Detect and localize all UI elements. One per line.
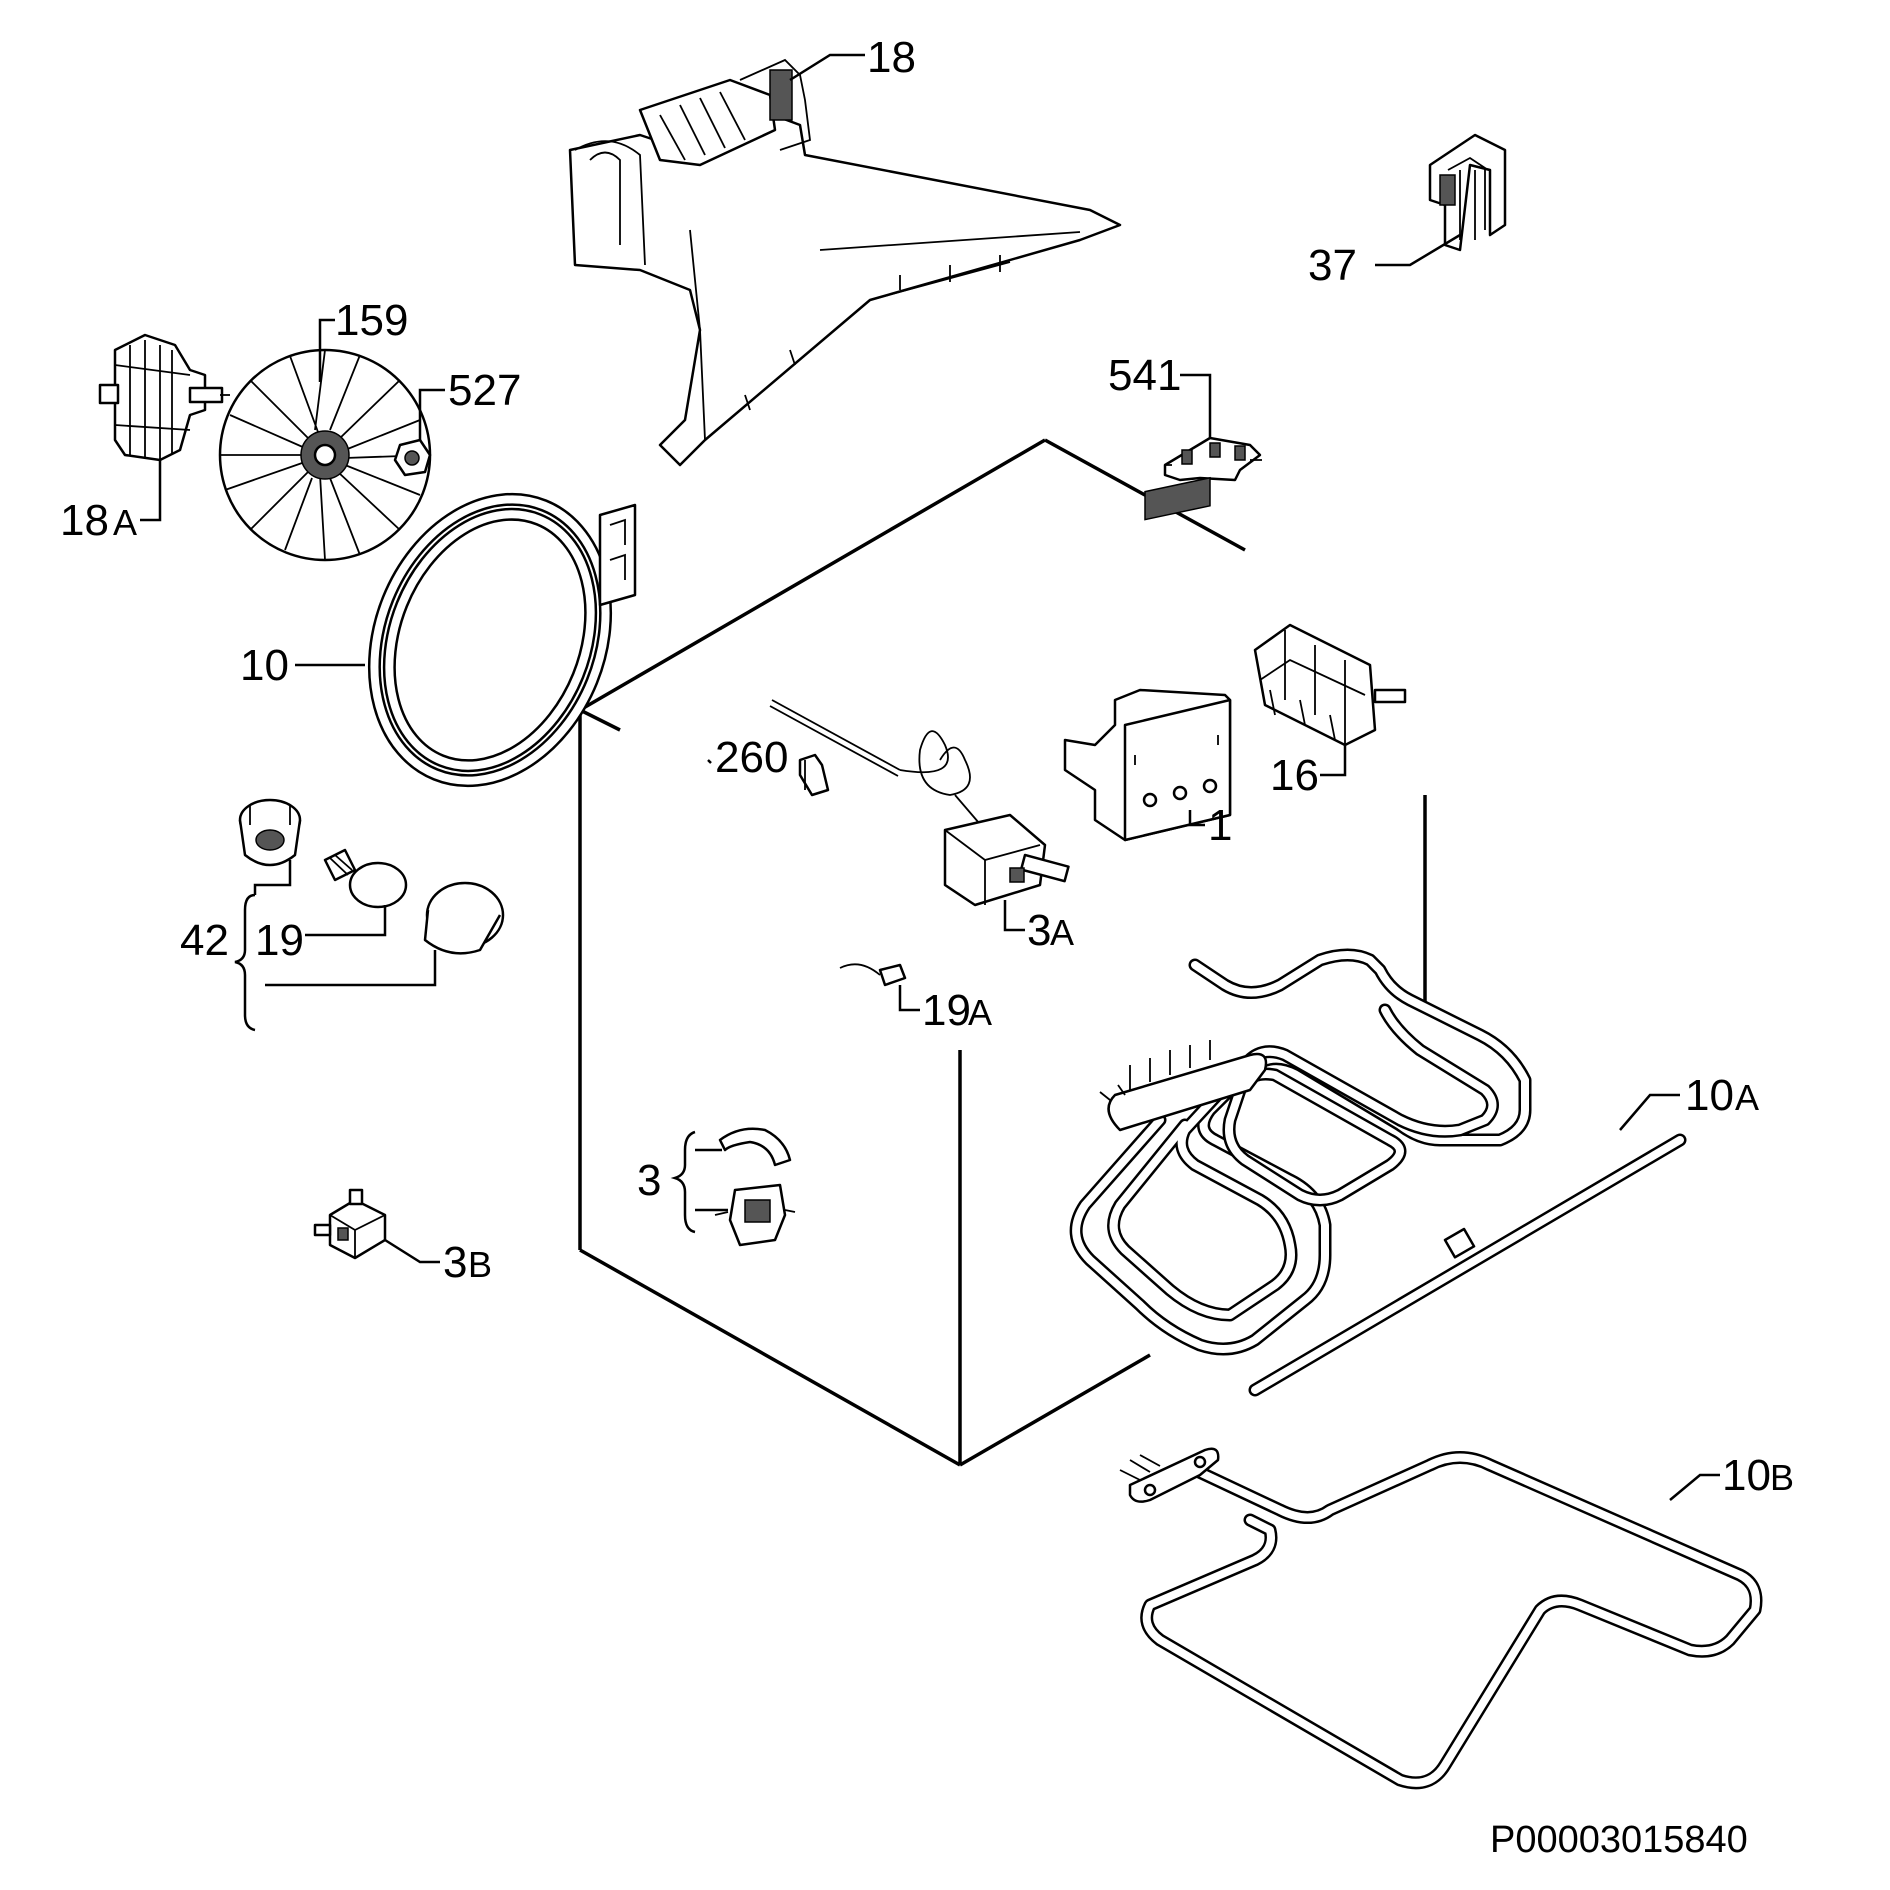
part-260-clip bbox=[798, 753, 830, 797]
lamp-cover bbox=[423, 881, 505, 955]
label-10: 10 bbox=[240, 641, 289, 690]
label-3a-suffix: A bbox=[1050, 912, 1074, 953]
fan-blade bbox=[218, 348, 432, 562]
part-541-terminal-block bbox=[1163, 436, 1262, 482]
label-10b-suffix: B bbox=[1770, 1457, 1794, 1498]
function-selector-switch bbox=[1253, 623, 1407, 747]
label-1: 1 bbox=[1208, 801, 1232, 850]
fan-duct-cover bbox=[568, 58, 1122, 467]
label-10a-suffix: A bbox=[1735, 1077, 1759, 1118]
label-541: 541 bbox=[1108, 351, 1181, 400]
fan-nut bbox=[393, 438, 432, 477]
label-18: 18 bbox=[867, 33, 916, 82]
part-3-clip bbox=[718, 1127, 792, 1167]
lamp-bulb bbox=[323, 848, 408, 909]
fan-motor bbox=[98, 333, 230, 462]
circular-heating-element bbox=[367, 492, 637, 788]
thermostat bbox=[769, 699, 1070, 907]
label-159: 159 bbox=[335, 296, 408, 345]
label-527: 527 bbox=[448, 366, 521, 415]
part-19a-sensor bbox=[839, 963, 907, 987]
label-10b: 10 bbox=[1722, 1451, 1771, 1500]
label-3a: 3 bbox=[1027, 906, 1051, 955]
top-grill-element bbox=[1069, 948, 1687, 1397]
label-19a-suffix: A bbox=[968, 992, 992, 1033]
label-18a: 18 bbox=[60, 496, 109, 545]
label-260: 260 bbox=[715, 733, 788, 782]
label-3: 3 bbox=[637, 1156, 661, 1205]
label-18a-suffix: A bbox=[113, 502, 137, 543]
label-16: 16 bbox=[1270, 751, 1319, 800]
label-19: 19 bbox=[255, 916, 304, 965]
electronic-timer bbox=[1063, 476, 1232, 842]
diagram-code: P00003015840 bbox=[1490, 1819, 1748, 1861]
label-3b: 3 bbox=[443, 1238, 467, 1287]
part-3b-connector bbox=[313, 1188, 387, 1260]
label-3b-suffix: B bbox=[468, 1244, 492, 1285]
label-37: 37 bbox=[1308, 241, 1357, 290]
label-10a: 10 bbox=[1685, 1071, 1734, 1120]
label-42: 42 bbox=[180, 916, 229, 965]
oven-cavity-outline bbox=[576, 438, 1427, 1467]
part-3-thermal-cutout bbox=[714, 1183, 796, 1247]
bottom-heating-element bbox=[1119, 1447, 1763, 1790]
lamp-holder bbox=[238, 798, 302, 867]
part-37-connector bbox=[1428, 133, 1507, 252]
label-19a: 19 bbox=[922, 986, 971, 1035]
